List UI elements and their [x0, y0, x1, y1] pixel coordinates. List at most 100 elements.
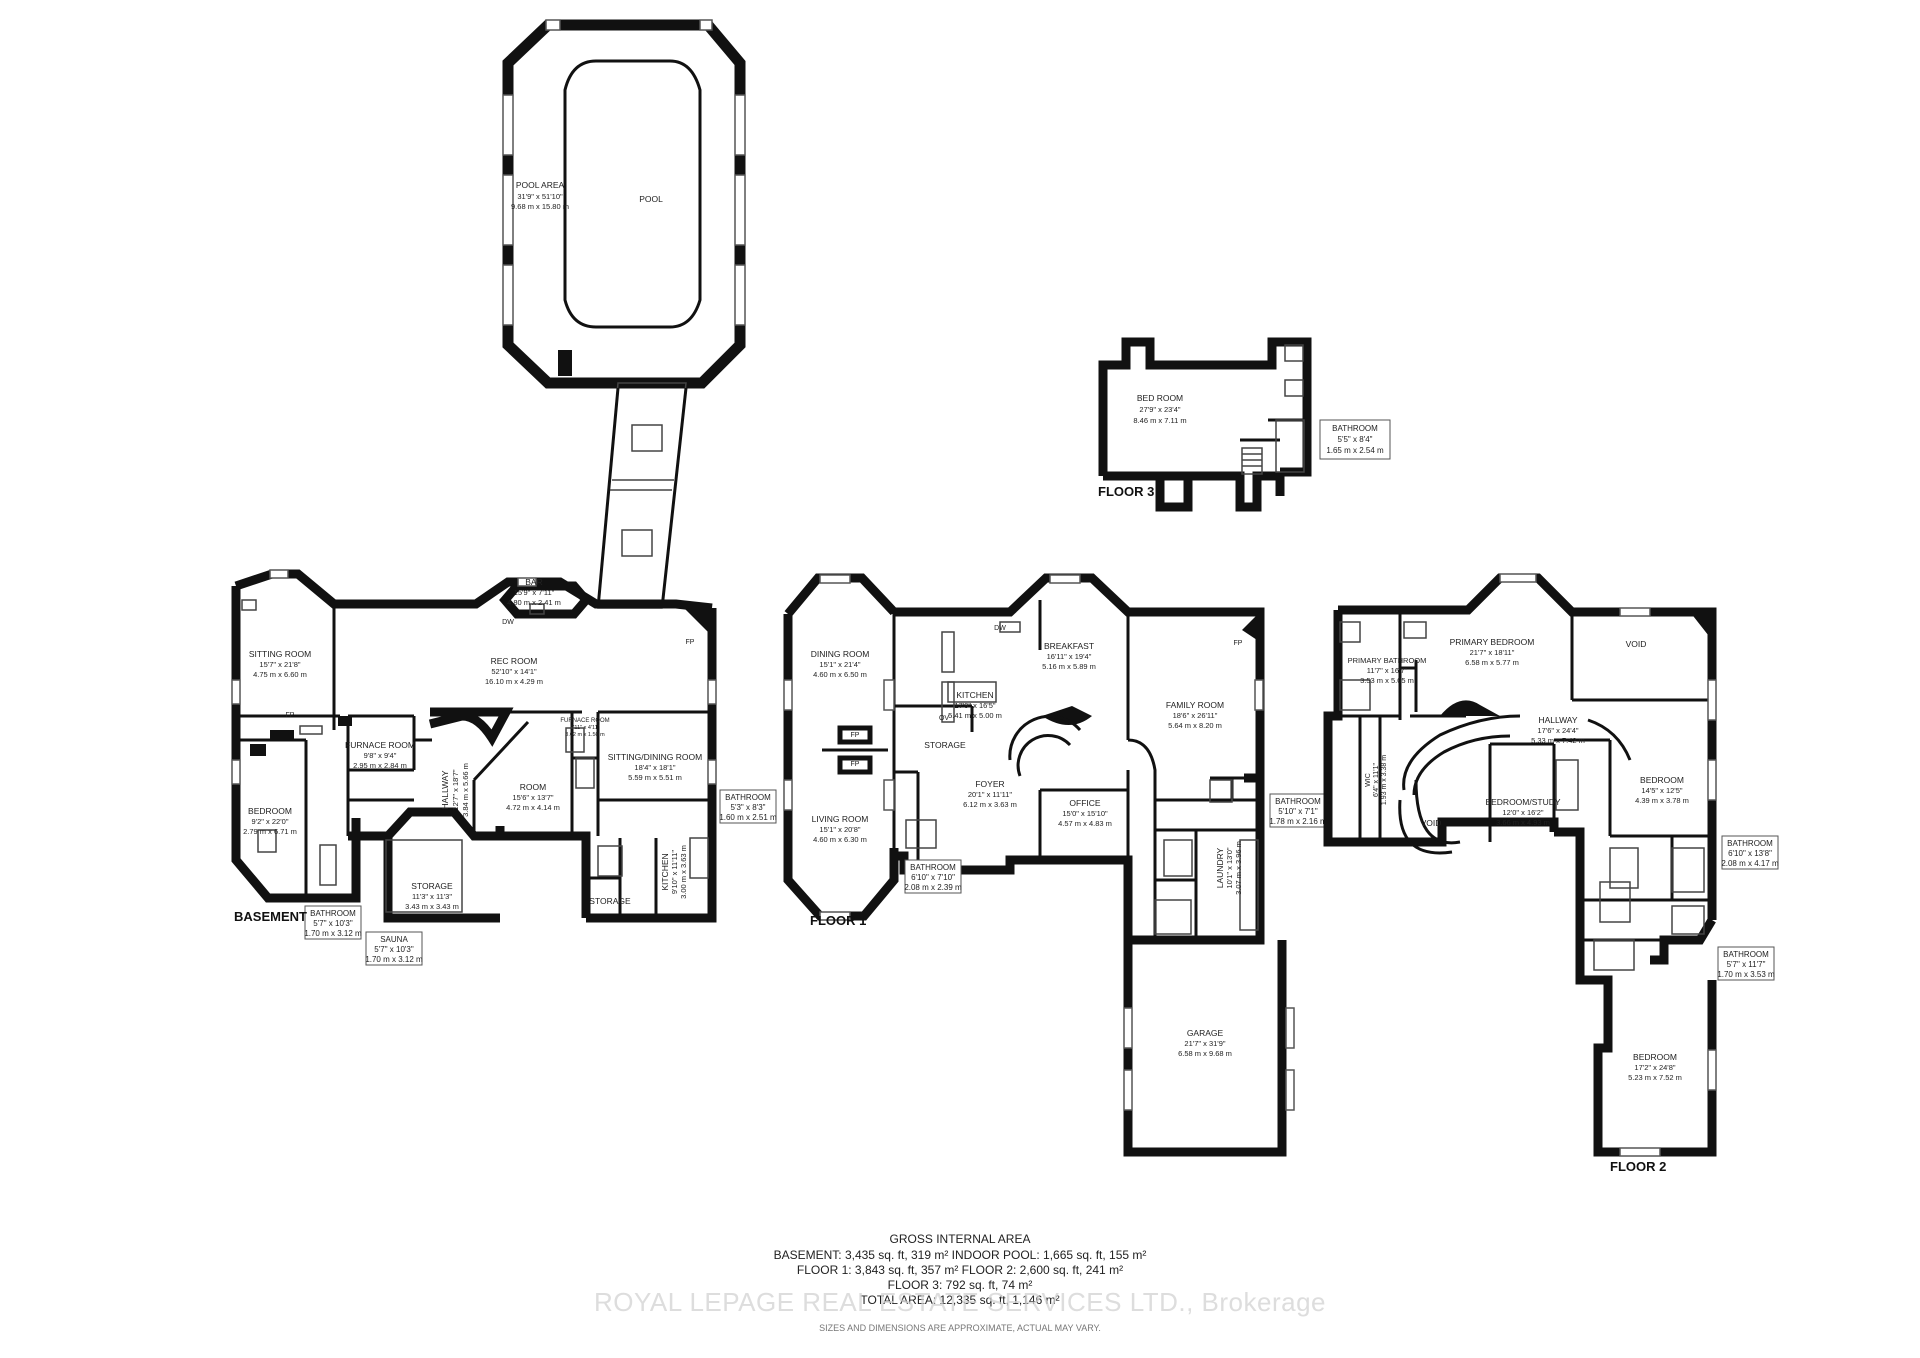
summary-line-2: FLOOR 1: 3,843 sq. ft, 357 m² FLOOR 2: 2…: [796, 1263, 1124, 1277]
floor-1-label: FLOOR 1: [810, 913, 866, 928]
dining-room-dim-met: 4.60 m x 6.50 m: [813, 670, 867, 679]
wic-name: WIC: [1365, 773, 1372, 787]
summary-title: GROSS INTERNAL AREA: [889, 1232, 1031, 1246]
sitting-dining-name: SITTING/DINING ROOM: [608, 752, 702, 762]
bedroom-f2-bottom-dim-met: 5.23 m x 7.52 m: [1628, 1073, 1682, 1082]
bar-dim-met: 4.80 m x 2.41 m: [507, 598, 561, 607]
room-b-dim-met: 4.72 m x 4.14 m: [506, 803, 560, 812]
fp-sitting-room: FP: [286, 712, 295, 719]
hallway-b-dim-imp: 12'7" x 18'7": [451, 769, 460, 810]
floor-1-plan: [783, 573, 1295, 1157]
fp-living-room: FP: [851, 761, 860, 768]
basement-plan: [231, 569, 717, 923]
garage-dim-imp: 21'7" x 31'9": [1184, 1039, 1225, 1048]
floor-2-label: FLOOR 2: [1610, 1159, 1666, 1174]
summary-line-4: TOTAL AREA: 12,335 sq. ft, 1,146 m²: [860, 1293, 1060, 1307]
foyer-dim-met: 6.12 m x 3.63 m: [963, 800, 1017, 809]
furnace-room-small-dim-met: 3.02 m x 1.50 m: [565, 732, 605, 738]
sauna-dim-imp: 5'7" x 10'3": [374, 945, 414, 954]
label-void-stair: VOID: [1421, 818, 1442, 828]
sauna-name: SAUNA: [380, 935, 408, 944]
label-pool: POOL: [639, 194, 663, 204]
storage-b-dim-met: 3.43 m x 3.43 m: [405, 902, 459, 911]
pool-area-dim-met: 9.68 m x 15.80 m: [511, 202, 569, 211]
bathroom-f2-a-name: BATHROOM: [1727, 839, 1773, 848]
furnace-room-small-dim-imp: 9'11" x 4'11": [570, 725, 599, 731]
watermark: ROYAL LEPAGE REAL ESTATE SERVICES LTD., …: [593, 1287, 1327, 1317]
bathroom-f1-right-dim-imp: 5'10" x 7'1": [1278, 807, 1318, 816]
living-room-dim-imp: 15'1" x 20'8": [819, 825, 860, 834]
basement-label: BASEMENT: [234, 909, 307, 924]
hallway-b-name: HALLWAY: [440, 770, 450, 809]
bedroom-f2-bottom-dim-imp: 17'2" x 24'8": [1634, 1063, 1675, 1072]
office-dim-imp: 15'0" x 15'10": [1062, 809, 1108, 818]
room-b-name: ROOM: [520, 782, 546, 792]
label-storage-basement-2: STORAGE: [589, 896, 631, 906]
storage-b-name: STORAGE: [411, 881, 453, 891]
label-wic: WIC6'4" x 11'1"1.93 m x 3.38 m: [1365, 755, 1388, 805]
bathroom-b-dim-met: 1.70 m x 3.12 m: [304, 929, 362, 938]
breakfast-name: BREAKFAST: [1044, 641, 1094, 651]
pool-area-plan: [502, 19, 746, 609]
furnace-room-dim-imp: 9'8" x 9'4": [364, 751, 397, 760]
bedroom-f2-right-dim-imp: 14'5" x 12'5": [1641, 786, 1682, 795]
kitchen-f1-name: KITCHEN: [956, 690, 993, 700]
floor-3-label: FLOOR 3: [1098, 484, 1154, 499]
wic-dim-met: 1.93 m x 3.38 m: [1381, 755, 1388, 805]
void-top-name: VOID: [1626, 639, 1647, 649]
kitchen-f1-dim-met: 5.41 m x 5.00 m: [948, 711, 1002, 720]
ov-floor-1: OV: [939, 715, 949, 722]
bathroom-f2-a-dim-met: 2.08 m x 4.17 m: [1721, 859, 1779, 868]
bar-name: BAR: [525, 577, 542, 587]
dw-floor-1: DW: [994, 625, 1006, 632]
bathroom-f1-dim-imp: 6'10" x 7'10": [911, 873, 955, 882]
primary-bathroom-dim-imp: 11'7" x 16'7": [1367, 666, 1408, 675]
bed-room-f3-name: BED ROOM: [1137, 393, 1183, 403]
bedroom-b-name: BEDROOM: [248, 806, 292, 816]
bed-room-f3-dim-met: 8.46 m x 7.11 m: [1133, 416, 1186, 425]
family-room-name: FAMILY ROOM: [1166, 700, 1224, 710]
bedroom-study-dim-imp: 12'0" x 16'2": [1502, 808, 1543, 817]
primary-bathroom-dim-met: 3.53 m x 5.05 m: [1360, 676, 1414, 685]
label-hallway-basement: HALLWAY12'7" x 18'7"3.84 m x 5.66 m: [440, 763, 470, 817]
laundry-name: LAUNDRY: [1215, 847, 1225, 888]
primary-bedroom-name: PRIMARY BEDROOM: [1450, 637, 1535, 647]
hallway-f2-dim-imp: 17'6" x 24'4": [1537, 726, 1578, 735]
bedroom-f2-right-dim-met: 4.39 m x 3.78 m: [1635, 796, 1689, 805]
bedroom-study-dim-met: 3.66 m x 4.93 m: [1496, 818, 1550, 827]
sitting-room-name: SITTING ROOM: [249, 649, 311, 659]
office-dim-met: 4.57 m x 4.83 m: [1058, 819, 1112, 828]
breakfast-dim-met: 5.16 m x 5.89 m: [1042, 662, 1096, 671]
label-storage-floor-1: STORAGE: [924, 740, 966, 750]
hallway-f2-name: HALLWAY: [1538, 715, 1577, 725]
label-kitchen-basement: KITCHEN9'10" x 11'11"3.00 m x 3.63 m: [660, 845, 688, 899]
label-laundry: LAUNDRY10'1" x 13'0"3.07 m x 3.96 m: [1215, 841, 1243, 895]
dw-basement: DW: [502, 619, 514, 626]
bedroom-b-dim-met: 2.79 m x 6.71 m: [243, 827, 297, 836]
floor-3-plan: [1098, 337, 1312, 512]
furnace-room-name: FURNACE ROOM: [345, 740, 415, 750]
primary-bathroom-name: PRIMARY BATHROOM: [1348, 656, 1427, 665]
floor-2-plan: [1323, 573, 1717, 1157]
family-room-dim-imp: 18'6" x 26'11": [1173, 711, 1218, 720]
